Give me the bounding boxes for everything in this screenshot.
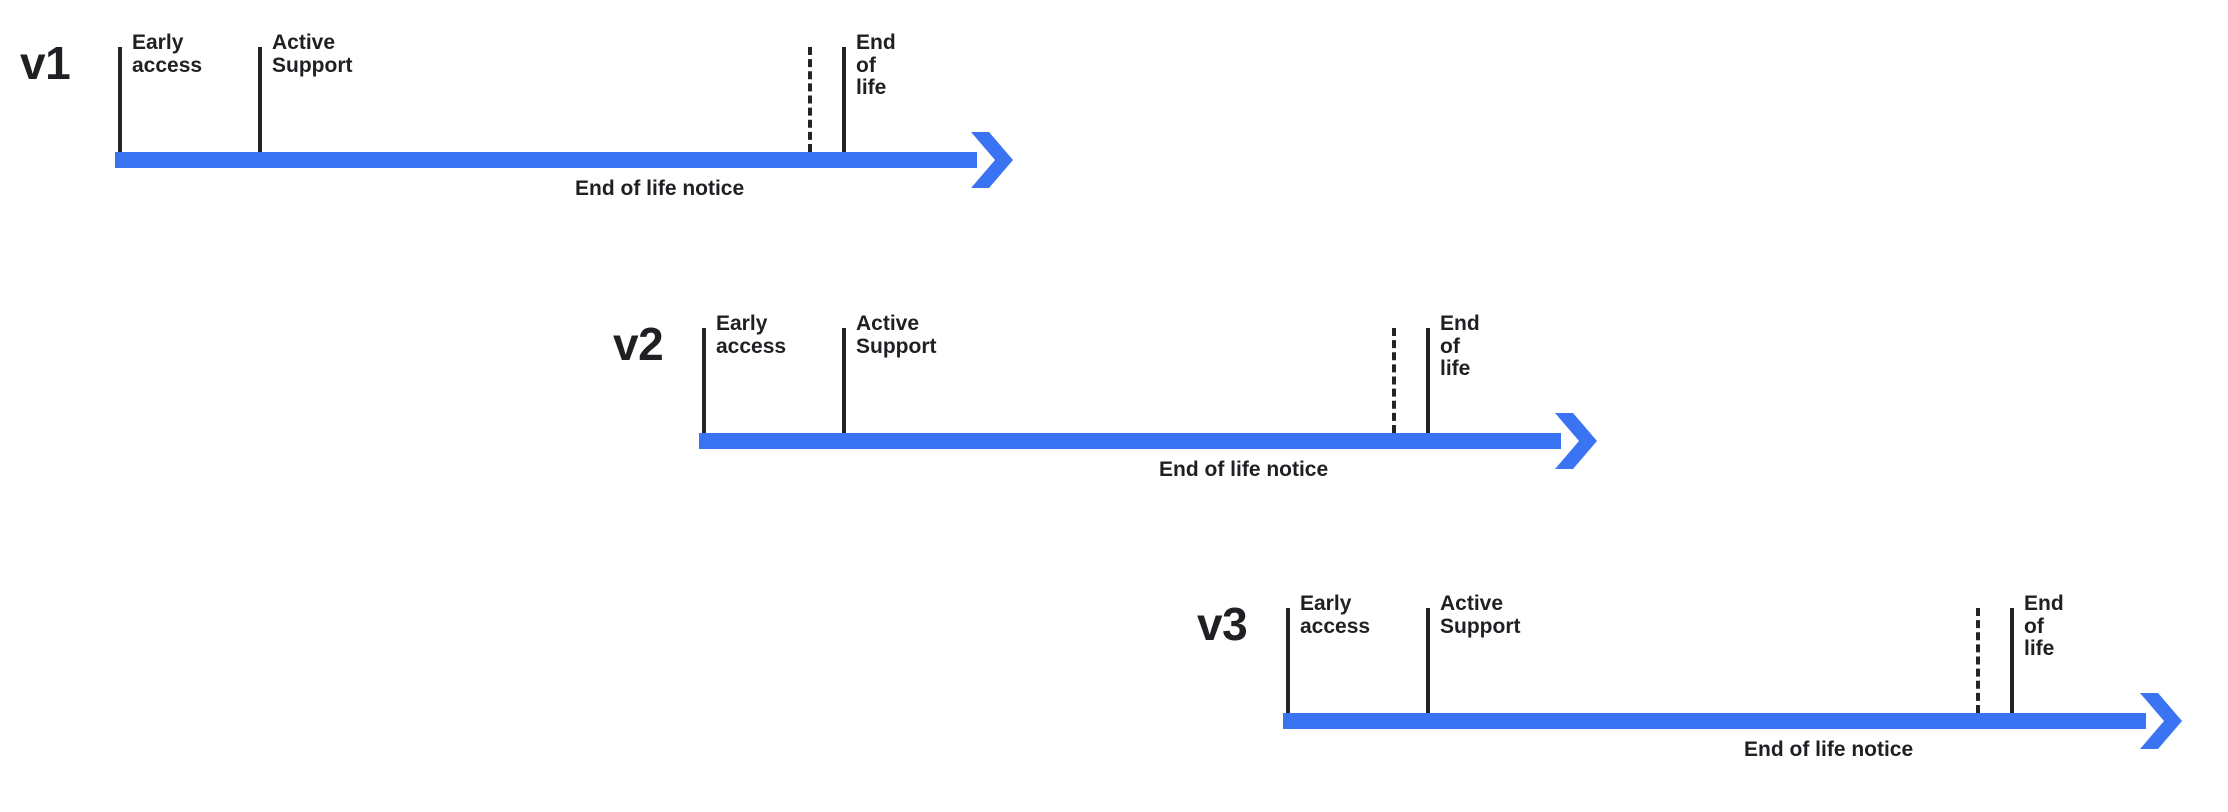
phase-boundary-tick-v1-3-dashed (808, 47, 812, 152)
phase-label-v3-2: Active Support (1440, 592, 1521, 638)
arrow-head (1555, 413, 1597, 469)
end-of-life-notice-label-v1: End of life notice (575, 177, 745, 200)
arrow-shaft (699, 433, 1561, 449)
arrow-shaft (1283, 713, 2146, 729)
arrow-head (971, 132, 1013, 188)
version-label-v2: v2 (613, 318, 664, 370)
phase-label-v3-1: Early access (1300, 592, 1371, 638)
phase-label-v2-3: End of life (1440, 312, 1480, 381)
phase-boundary-tick-v1-4 (842, 47, 846, 152)
arrow-shaft (115, 152, 977, 168)
phase-label-v1-2: Active Support (272, 31, 353, 77)
phase-boundary-tick-v3-2 (1426, 608, 1430, 713)
version-label-v1: v1 (20, 37, 71, 89)
timeline-arrow-v2 (699, 411, 1597, 471)
phase-label-v2-2: Active Support (856, 312, 937, 358)
phase-boundary-tick-v2-1 (702, 328, 706, 433)
phase-boundary-tick-v1-2 (258, 47, 262, 152)
phase-label-v1-3: End of life (856, 31, 896, 100)
phase-boundary-tick-v1-1 (118, 47, 122, 152)
phase-boundary-tick-v3-1 (1286, 608, 1290, 713)
phase-boundary-tick-v2-4 (1426, 328, 1430, 433)
timeline-arrow-v1 (115, 130, 1013, 190)
version-label-v3: v3 (1197, 598, 1248, 650)
phase-boundary-tick-v2-3-dashed (1392, 328, 1396, 433)
phase-label-v2-1: Early access (716, 312, 787, 358)
phase-boundary-tick-v2-2 (842, 328, 846, 433)
phase-boundary-tick-v3-4 (2010, 608, 2014, 713)
phase-boundary-tick-v3-3-dashed (1976, 608, 1980, 713)
end-of-life-notice-label-v3: End of life notice (1744, 738, 1914, 761)
end-of-life-notice-label-v2: End of life notice (1159, 458, 1329, 481)
arrow-head (2140, 693, 2182, 749)
phase-label-v3-3: End of life (2024, 592, 2064, 661)
phase-label-v1-1: Early access (132, 31, 203, 77)
timeline-arrow-v3 (1283, 691, 2182, 751)
